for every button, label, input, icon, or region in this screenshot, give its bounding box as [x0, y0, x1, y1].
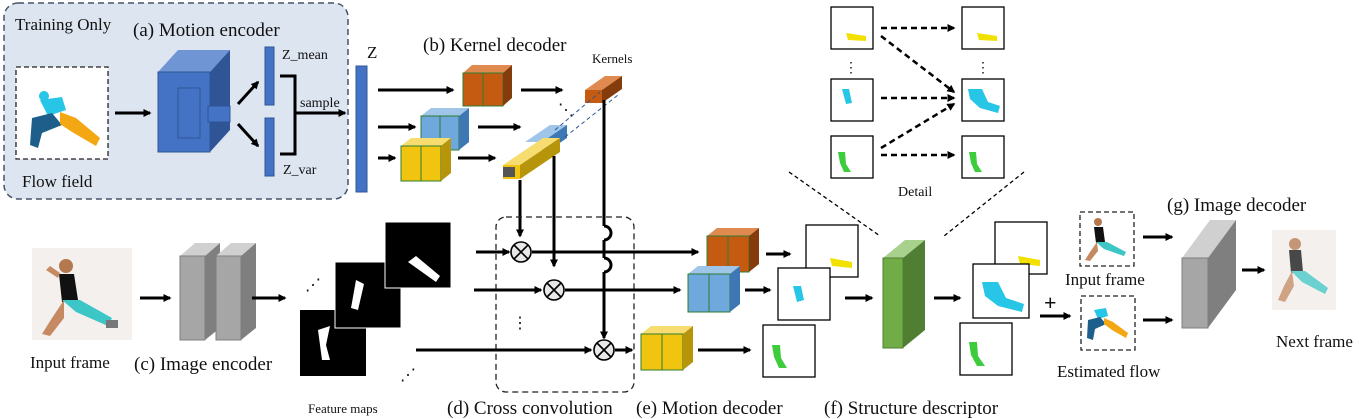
- convolution-operator-1: [510, 241, 532, 263]
- feature-maps-label: Feature maps: [308, 401, 378, 416]
- motion-decoder-orange-block: [706, 228, 759, 273]
- flow-field-figure: [30, 91, 100, 148]
- motion-encoder-title: (a) Motion encoder: [133, 20, 280, 41]
- svg-text:⋱: ⋱: [558, 102, 574, 119]
- convolution-operator-2: [543, 279, 565, 301]
- estimated-flow-label: Estimated flow: [1057, 362, 1161, 381]
- structure-descriptor-title: (f) Structure descriptor: [824, 398, 999, 419]
- estimated-flow-figure: [1087, 308, 1128, 340]
- sample-label: sample: [300, 96, 340, 111]
- detail-panel: ⋮ ⋮ Detail: [830, 6, 1005, 200]
- svg-text:⋮: ⋮: [512, 315, 528, 332]
- z-mean-bar: [264, 46, 275, 106]
- image-decoder-block: [1181, 220, 1236, 329]
- runner-figure: [42, 259, 118, 336]
- cross-convolution-title: (d) Cross convolution: [447, 398, 613, 419]
- kernels-label: Kernels: [592, 51, 632, 66]
- structure-descriptor-block: [882, 240, 925, 349]
- motion-decoder-yellow-block: [640, 326, 693, 371]
- structure-masks-stack: [959, 221, 1048, 376]
- kernel-yellow: [503, 138, 560, 179]
- motion-decoder-title: (e) Motion decoder: [636, 398, 783, 419]
- motion-masks-stack: [762, 224, 859, 378]
- cross-convolution-box: [495, 216, 635, 393]
- kernel-decoder-yellow-block: [400, 138, 451, 182]
- decoder-input-runner: [1085, 218, 1126, 261]
- feature-maps: [300, 221, 452, 376]
- z-mean-label: Z_mean: [282, 48, 328, 63]
- z-label: Z: [367, 43, 377, 62]
- svg-text:⋰: ⋰: [305, 277, 321, 294]
- input-frame-label: Input frame: [30, 353, 110, 372]
- z-var-bar: [264, 117, 275, 177]
- image-decoder-title: (g) Image decoder: [1167, 195, 1307, 216]
- kernel-decoder-orange-block: [462, 65, 512, 107]
- detail-label: Detail: [898, 185, 932, 200]
- next-frame-runner: [1278, 238, 1328, 302]
- decoder-input-label: Input frame: [1065, 270, 1145, 289]
- motion-decoder-blue-block: [687, 266, 740, 313]
- svg-text:⋮: ⋮: [844, 61, 858, 76]
- motion-encoder-section: Training Only (a) Motion encoder Flow fi…: [3, 2, 349, 200]
- convolution-operator-3: [593, 339, 615, 361]
- next-frame-label: Next frame: [1276, 332, 1353, 351]
- motion-encoder-block: [157, 50, 231, 153]
- svg-text:⋮: ⋮: [976, 61, 990, 76]
- kernel-orange: [585, 76, 622, 103]
- z-var-label: Z_var: [283, 163, 317, 178]
- svg-text:⋰: ⋰: [400, 367, 416, 384]
- image-encoder-title: (c) Image encoder: [134, 354, 273, 375]
- image-encoder-block: [179, 243, 256, 341]
- z-vector: [355, 65, 368, 193]
- flow-field-label: Flow field: [22, 172, 93, 191]
- kernel-decoder-title: (b) Kernel decoder: [423, 35, 567, 56]
- training-only-badge: Training Only: [15, 15, 112, 34]
- plus-sign: +: [1044, 290, 1057, 315]
